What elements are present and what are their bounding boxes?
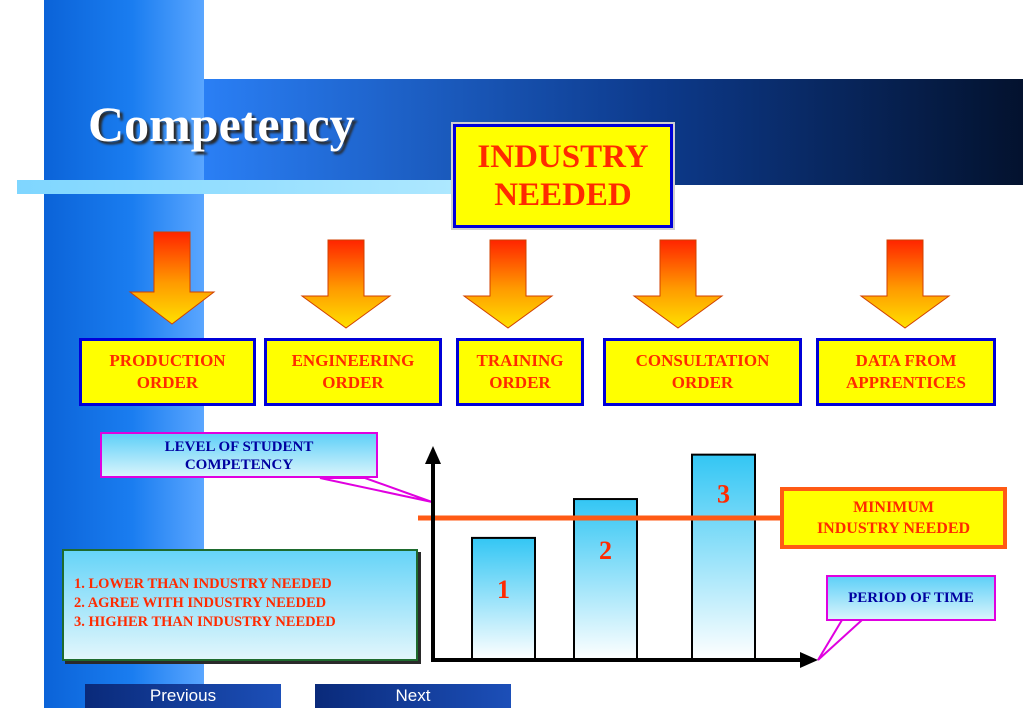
training-order-box: TRAINING ORDER [456,338,584,406]
bar-3 [691,453,756,661]
min-box-line1: MINIMUM [853,499,934,516]
order-line1: PRODUCTION [109,351,226,370]
legend-item: 3. HIGHER THAN INDUSTRY NEEDED [74,614,336,630]
legend-box: 1. LOWER THAN INDUSTRY NEEDED 2. AGREE W… [62,549,418,661]
bar-label-3: 3 [717,480,730,509]
order-line1: TRAINING [476,351,564,370]
bar-label-2: 2 [599,536,612,565]
industry-needed-box: INDUSTRY NEEDED [451,122,675,230]
previous-button[interactable]: Previous [85,684,281,708]
order-line2: ORDER [489,373,551,392]
consultation-order-box: CONSULTATION ORDER [603,338,802,406]
production-order-box: PRODUCTION ORDER [79,338,256,406]
order-line1: CONSULTATION [635,351,770,370]
engineering-order-box: ENGINEERING ORDER [264,338,442,406]
bar-1 [471,536,536,662]
legend-item: 2. AGREE WITH INDUSTRY NEEDED [74,595,327,611]
order-line2: ORDER [322,373,384,392]
next-button[interactable]: Next [315,684,511,708]
period-of-time-callout: PERIOD OF TIME [826,575,996,621]
bar-2 [573,498,638,661]
industry-box-line1: INDUSTRY [477,139,649,175]
order-line1: DATA FROM [855,351,957,370]
order-line1: ENGINEERING [291,351,415,370]
bar-label-1: 1 [497,575,510,604]
y-axis-arrowhead [425,446,441,464]
x-axis-arrowhead [800,652,818,668]
industry-box-line2: NEEDED [494,177,632,213]
period-callout-pointer [817,619,865,661]
level-callout-pointer [319,477,433,503]
order-line2: ORDER [136,373,199,392]
min-box-line2: INDUSTRY NEEDED [816,520,971,537]
callout-line2: COMPETENCY [184,457,294,473]
order-line2: ORDER [671,373,734,392]
page-title: Competency [88,96,355,152]
level-of-student-competency-callout: LEVEL OF STUDENT COMPETENCY [100,432,378,478]
minimum-industry-needed-box: MINIMUM INDUSTRY NEEDED [780,487,1007,549]
order-line2: APPRENTICES [846,373,966,392]
accent-line [17,180,460,194]
callout-line1: LEVEL OF STUDENT [164,439,314,455]
legend-item: 1. LOWER THAN INDUSTRY NEEDED [74,576,332,592]
data-from-apprentices-box: DATA FROM APPRENTICES [816,338,996,406]
